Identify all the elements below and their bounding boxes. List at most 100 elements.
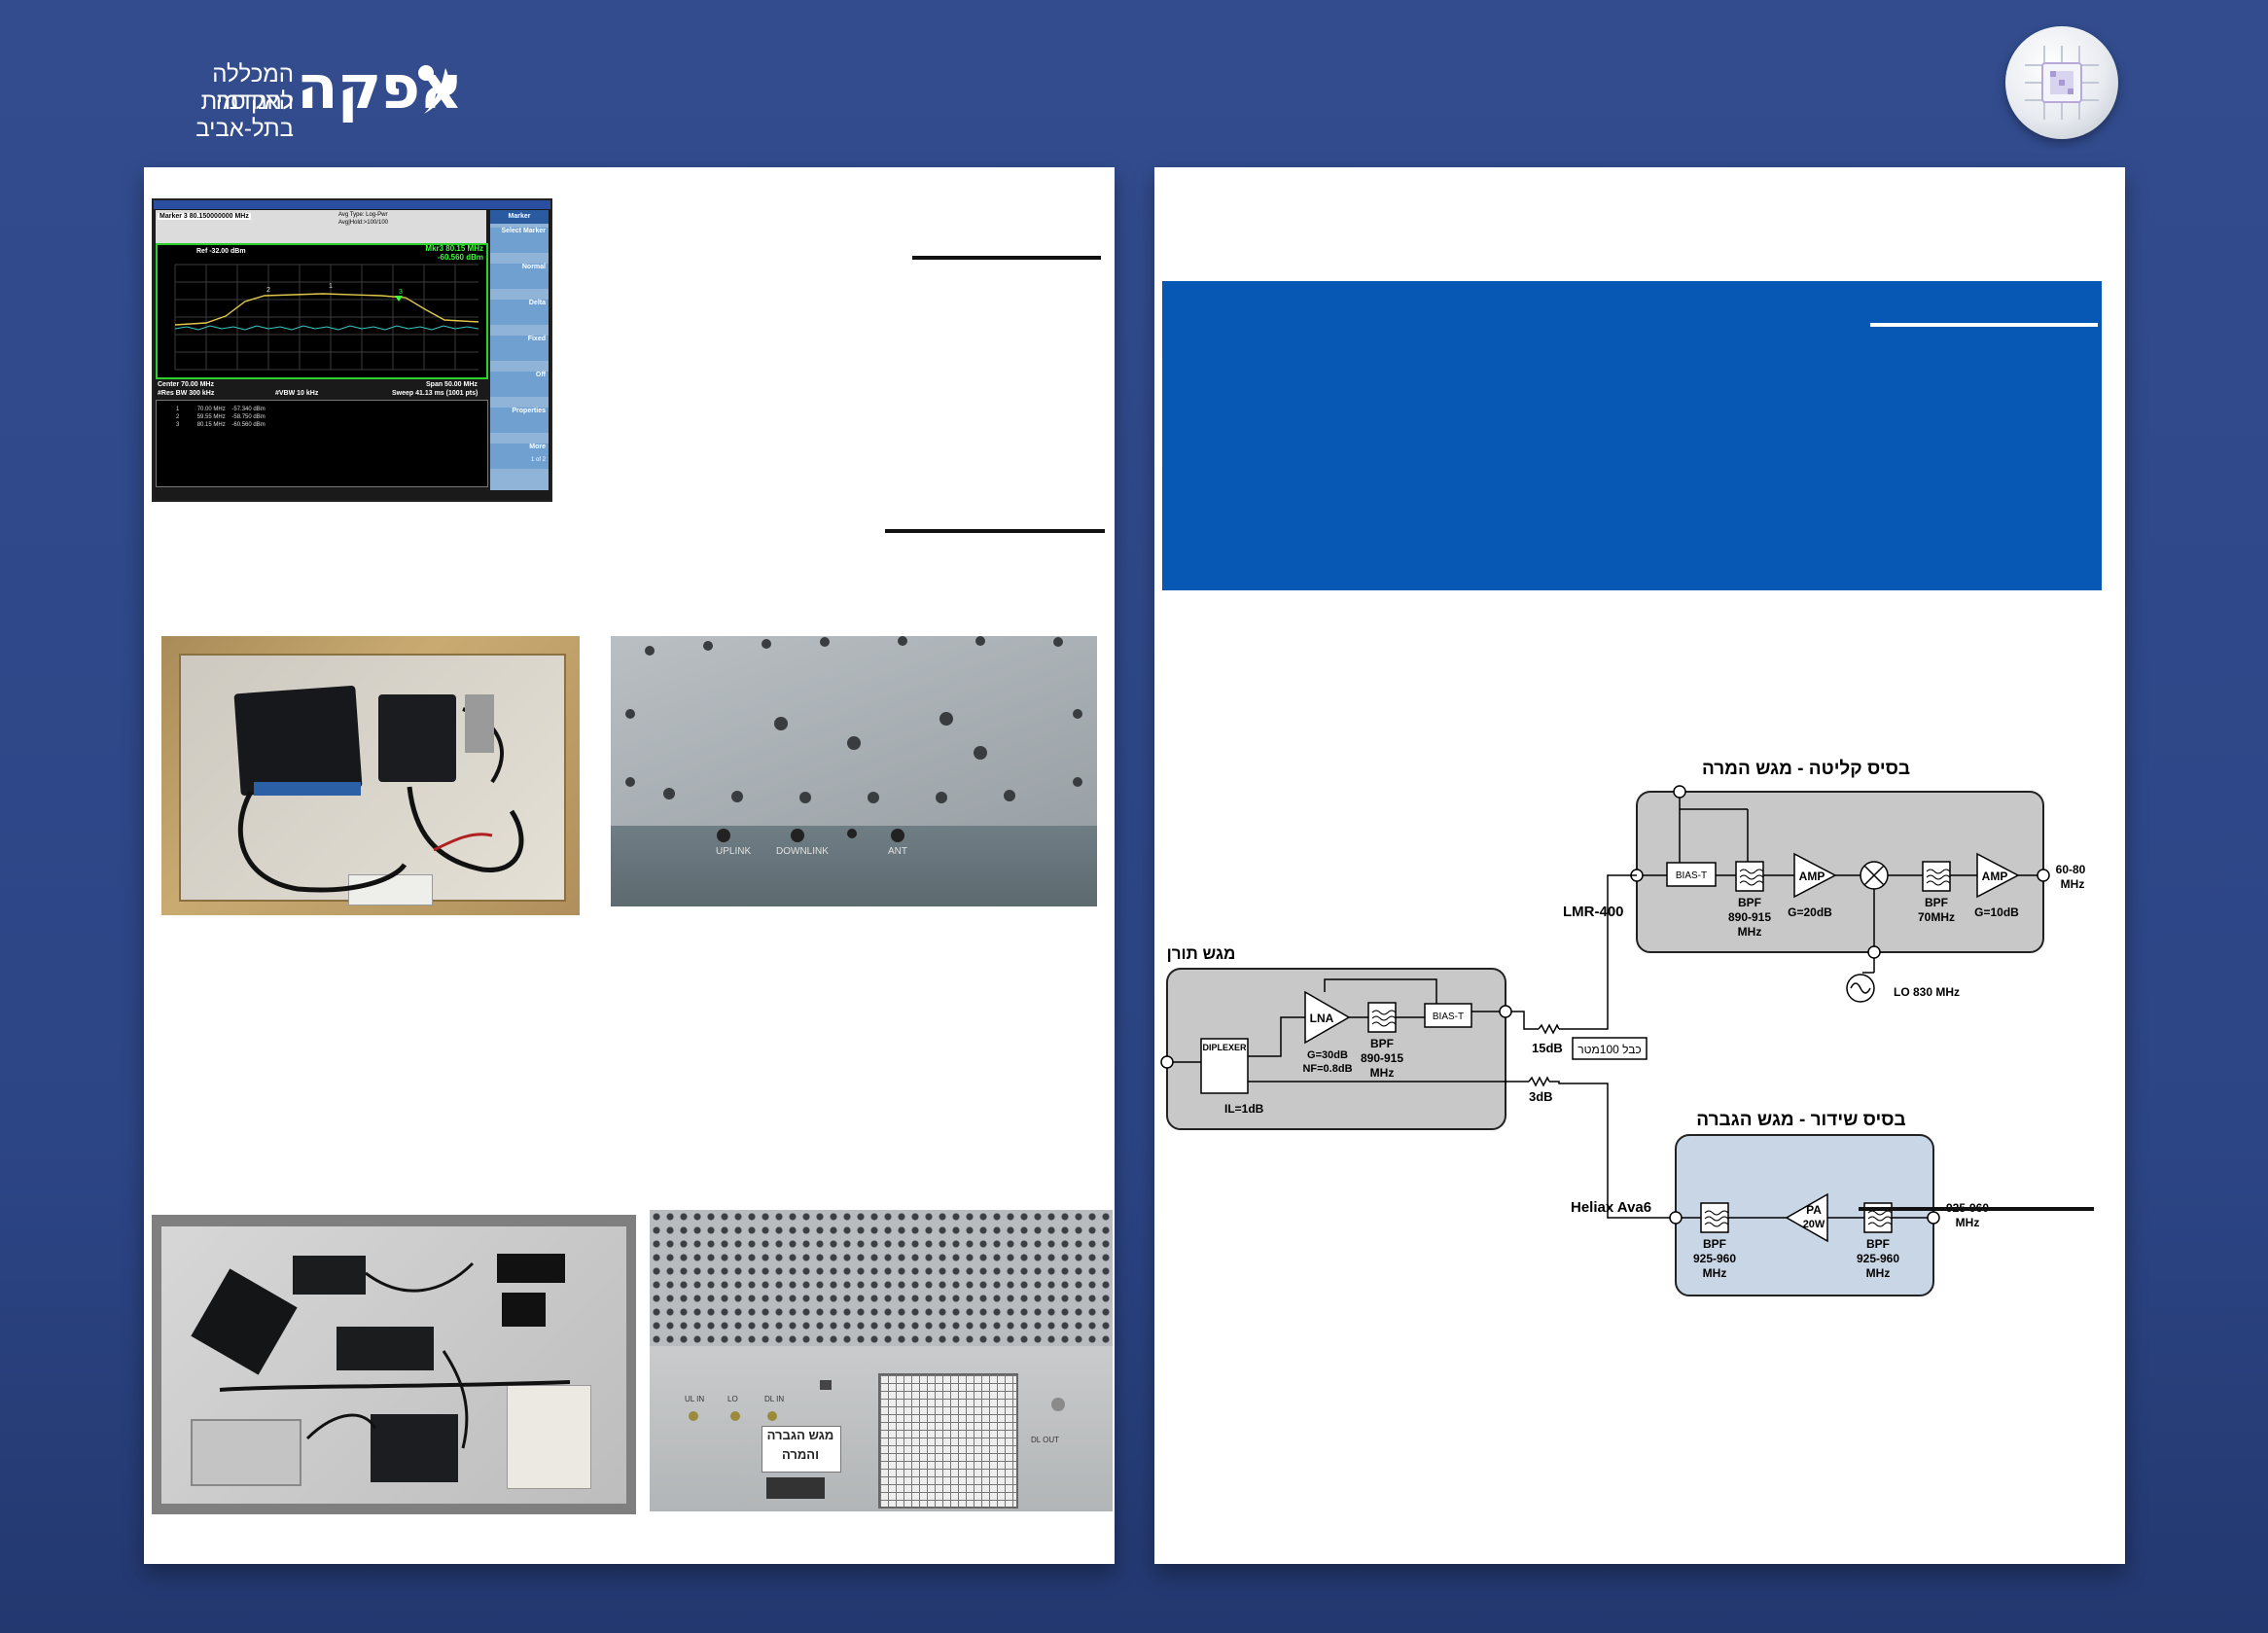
sweep-time: Sweep 41.13 ms (1001 pts) [392,390,478,397]
tx-output-port [1927,1211,1940,1225]
tx-attenuator [1528,1076,1550,1087]
heading-rule-2 [885,529,1105,533]
pa-label: PA [1806,1203,1822,1217]
rx-output-unit: MHz [2061,877,2085,891]
lna [1304,990,1351,1045]
tower-block-title: מגש תורן [1167,944,1236,963]
logo-line-1: המכללה האקדמית [200,61,294,115]
unit-label-line-2: והמרה [781,1447,820,1462]
marker-y: -57.340 dBm [231,407,266,412]
unit-label-line-1: מגש הגברה [766,1428,834,1442]
softkey-select-marker[interactable]: Select Marker [490,228,549,253]
tx-input-port [1669,1211,1683,1225]
cable-note-box [1572,1037,1648,1060]
lna-label: LNA [1310,1012,1334,1025]
power-amplifier [1785,1192,1828,1243]
softkey-more[interactable]: More [490,444,549,457]
left-panel: Marker 3 80.150000000 MHz Avg Type: Log-… [144,167,1115,1564]
lo-port-label: LO [727,1395,738,1403]
video-bandwidth: #VBW 10 kHz [275,390,319,397]
rx-attenuator [1538,1023,1560,1035]
tx-attenuation: 3dB [1529,1089,1553,1104]
diplexer [1200,1038,1249,1094]
softkey-fixed[interactable]: Fixed [490,336,549,361]
rx-bpf-1-freq: 890-915 [1728,910,1771,924]
marker-frequency: Mkr3 80.15 MHz [425,244,483,253]
rx-amp-2 [1976,852,2020,899]
tower-rx-port [1499,1005,1512,1018]
tx-bpf-1 [1700,1202,1729,1233]
spectrum-analyzer-screenshot: Marker 3 80.150000000 MHz Avg Type: Log-… [152,198,552,502]
tower-bpf [1367,1002,1397,1033]
softkey-properties[interactable]: Properties [490,408,549,433]
rx-amp-1 [1793,852,1837,899]
softkey-normal[interactable]: Normal [490,264,549,289]
softkey-delta[interactable]: Delta [490,300,549,325]
spectrum-trace: 2 1 3 [174,264,479,371]
tower-bias-t [1424,1003,1472,1028]
base-unit-exterior-photo: מגש הגברה והמרה UL IN LO DL IN DL OUT [650,1210,1113,1511]
svg-text:2: 2 [266,287,270,294]
tower-block [1166,968,1506,1130]
rx-output-port [2037,869,2050,882]
lna-noise-figure: NF=0.8dB [1302,1063,1352,1075]
softkey-marker[interactable]: Marker [490,210,549,224]
marker-number: 2 [176,414,180,420]
rx-amp-2-label: AMP [1982,870,2008,883]
avg-type: Avg Type: Log-Pwr [338,212,388,218]
tower-bias-t-label: BIAS-T [1433,1012,1464,1022]
lo-label: LO 830 MHz [1894,985,1960,999]
logo-name: אפקה [297,52,463,123]
tx-bpf-2-freq: 925-960 [1857,1252,1899,1265]
marker-table-row: 3 80.15 MHz -60.560 dBm [176,422,266,428]
rx-output-freq: 60-80 [2056,863,2086,876]
tower-unit-interior-photo [161,636,580,915]
cable-note: כבל 100מטר [1577,1043,1641,1056]
marker-number: 1 [176,407,180,412]
tx-bpf-1-label: BPF [1703,1237,1726,1251]
marker-readout: Marker 3 80.150000000 MHz [158,213,251,220]
pa-power: 20W [1803,1219,1825,1230]
marker-x: 59.55 MHz [196,414,226,420]
rx-bias-t [1666,862,1717,887]
rx-amp-1-label: AMP [1799,870,1825,883]
marker-table-row: 2 59.55 MHz -58.750 dBm [176,414,266,420]
diplexer-insertion-loss: IL=1dB [1224,1102,1264,1116]
rx-amp-2-gain: G=10dB [1974,905,2019,919]
tx-bpf-2-unit: MHz [1866,1266,1891,1280]
downlink-port-label: DOWNLINK [776,846,829,857]
rx-bpf-1-label: BPF [1738,896,1761,909]
dl-out-port-label: DL OUT [1031,1436,1060,1444]
ul-in-port-label: UL IN [685,1395,705,1403]
tower-bpf-label: BPF [1370,1037,1394,1050]
tx-cable-label: Heliax Ava6 [1571,1199,1651,1216]
avg-hold: Avg|Hold:>100/100 [338,220,388,226]
heading-rule-1 [912,256,1101,260]
base-unit-interior-photo [152,1215,636,1514]
rx-lo-port [1867,945,1881,959]
tower-unit-exterior-photo: UPLINK DOWNLINK ANT [611,636,1097,906]
rx-bpf-2 [1922,861,1951,892]
marker-table: 1 70.00 MHz -57.340 dBm 2 59.55 MHz -58.… [156,400,488,487]
rx-dc-port [1673,785,1686,799]
tower-bpf-unit: MHz [1370,1066,1395,1080]
marker-y: -60.560 dBm [231,422,266,428]
softkey-page: 1 of 2 [490,457,549,469]
abstract-box [1162,281,2102,590]
marker-number: 3 [176,422,180,428]
marker-x: 80.15 MHz [196,422,226,428]
softkey-off[interactable]: Off [490,372,549,397]
dl-in-port-label: DL IN [764,1395,785,1403]
rx-amp-1-gain: G=20dB [1788,905,1832,919]
results-heading-rule [1859,1207,2094,1211]
tx-block-title: בסיס שידור - מגש הגברה [1696,1110,1905,1130]
svg-text:1: 1 [329,283,333,290]
rx-bpf-2-freq: 70MHz [1918,910,1955,924]
marker-x: 70.00 MHz [196,407,226,412]
rx-bpf-2-label: BPF [1925,896,1948,909]
softkey-column: Marker Select Marker Normal Delta Fixed … [490,210,549,490]
rx-attenuation: 15dB [1532,1041,1563,1055]
tx-bpf-2-label: BPF [1866,1237,1890,1251]
tx-output-unit: MHz [1956,1216,1980,1229]
tx-bpf-1-unit: MHz [1703,1266,1727,1280]
